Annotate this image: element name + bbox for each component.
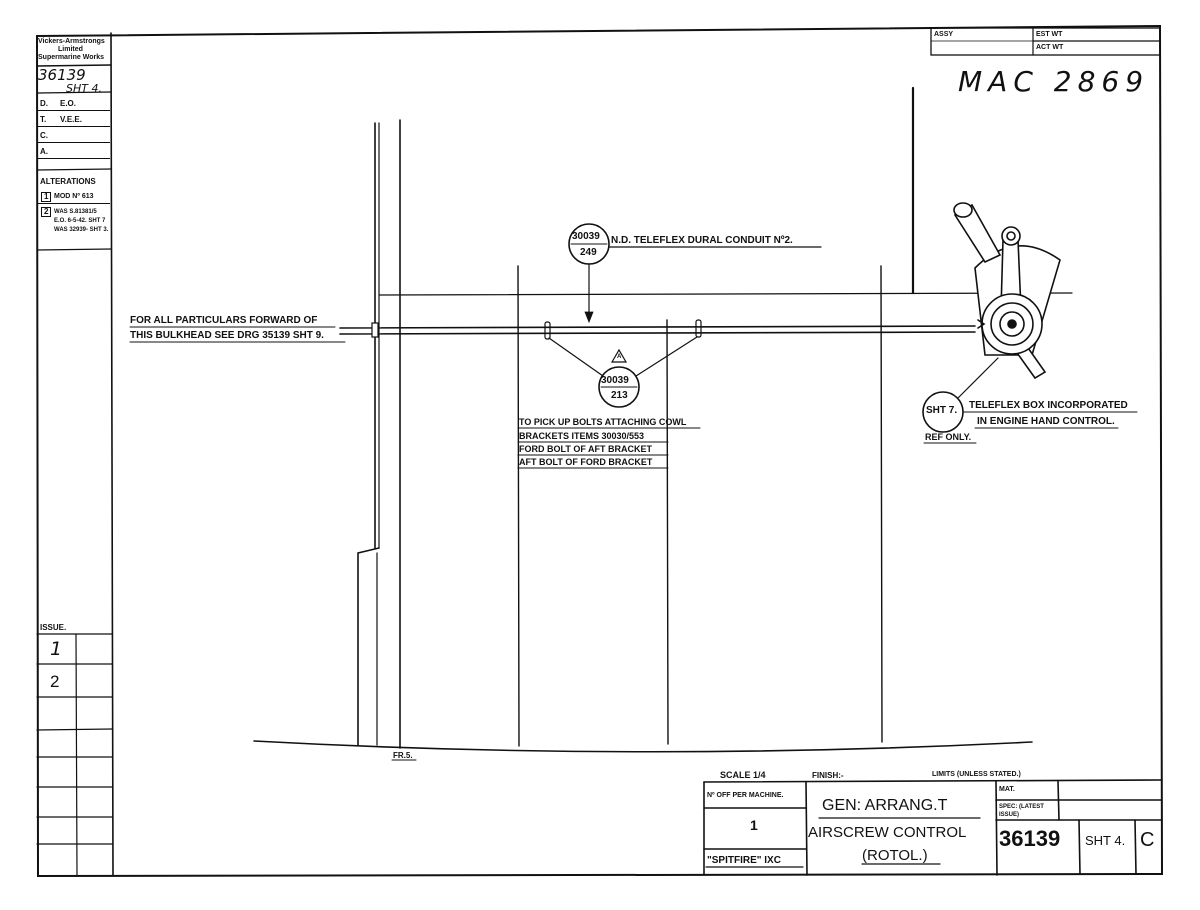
spec-label: SPEC: (LATEST ISSUE) bbox=[999, 804, 1044, 818]
issue-2: 2 bbox=[50, 672, 60, 691]
side-row-d: D. E.O. bbox=[38, 96, 110, 111]
sheet-border bbox=[35, 24, 1164, 878]
frame-label: FR.5. bbox=[393, 751, 413, 760]
title-sheet-number: SHT 4. bbox=[1085, 833, 1126, 848]
box-note-line2: IN ENGINE HAND CONTROL. bbox=[977, 416, 1115, 427]
ref-only-note: REF ONLY. bbox=[925, 432, 972, 442]
conduit-ref-top: 30039 bbox=[572, 231, 600, 242]
title-line2: AIRSCREW CONTROL bbox=[808, 824, 967, 841]
archive-reference: MAC 2869 bbox=[958, 65, 1150, 98]
finish-label: FINISH:- bbox=[812, 771, 844, 780]
title-issue-letter: C bbox=[1140, 829, 1155, 851]
conduit-ref-bottom: 249 bbox=[580, 247, 597, 258]
clip-ref-top: 30039 bbox=[601, 375, 629, 386]
company-name-line2: Limited bbox=[58, 46, 83, 53]
alterations-title: ALTERATIONS bbox=[40, 177, 96, 186]
off-per-machine-label: Nº OFF PER MACHINE. bbox=[707, 792, 784, 799]
act-wt-label: ACT WT bbox=[1036, 44, 1064, 51]
forward-note-line1: FOR ALL PARTICULARS FORWARD OF bbox=[130, 315, 318, 326]
issue-triangle bbox=[610, 348, 628, 363]
side-drawing-number: 36139 bbox=[38, 66, 86, 84]
clip-note-line2: BRACKETS ITEMS 30030/553 bbox=[519, 431, 645, 441]
conduit-label: N.D. TELEFLEX DURAL CONDUIT Nº2. bbox=[611, 235, 793, 246]
material-label: MAT. bbox=[999, 786, 1015, 793]
title-drawing-number: 36139 bbox=[999, 826, 1061, 851]
limits-label: LIMITS (UNLESS STATED.) bbox=[932, 771, 1021, 778]
engine-hand-control bbox=[953, 202, 1061, 380]
clip-ref-bubble bbox=[598, 366, 640, 408]
clip-note-line1: TO PICK UP BOLTS ATTACHING COWL bbox=[519, 417, 687, 427]
side-row-t: T. V.E.E. bbox=[38, 112, 110, 127]
alteration-1: 1 MOD Nº 613 bbox=[38, 189, 110, 204]
clip-ref-bottom: 213 bbox=[611, 390, 628, 401]
side-strip-right-edge bbox=[110, 32, 114, 876]
assy-label: ASSY bbox=[934, 31, 954, 38]
issue-col-divider bbox=[75, 633, 78, 876]
skin-line bbox=[253, 740, 1033, 753]
side-sheet-number: SHT 4. bbox=[66, 82, 102, 95]
box-ref: SHT 7. bbox=[926, 405, 958, 416]
est-wt-label: EST WT bbox=[1036, 31, 1063, 38]
clip-issue-mark: A bbox=[617, 354, 622, 360]
side-row-c: C. bbox=[38, 128, 110, 143]
issue-title: ISSUE. bbox=[40, 623, 67, 632]
issue-1: 1 bbox=[50, 638, 63, 660]
title-line3: (ROTOL.) bbox=[862, 847, 928, 864]
company-name-line1: Vickers-Armstrongs bbox=[38, 38, 105, 45]
scale-label: SCALE 1/4 bbox=[720, 770, 766, 780]
title-block-lines bbox=[703, 779, 1163, 876]
clip-note-line4: AFT BOLT OF FORD BRACKET bbox=[519, 457, 653, 467]
machine-name: "SPITFIRE" IXC bbox=[707, 855, 781, 866]
company-name-line3: Supermarine Works bbox=[38, 54, 105, 61]
box-note-line1: TELEFLEX BOX INCORPORATED bbox=[969, 400, 1128, 411]
clip-note-line3: FORD BOLT OF AFT BRACKET bbox=[519, 444, 652, 454]
off-per-machine-value: 1 bbox=[750, 817, 758, 833]
forward-note-line2: THIS BULKHEAD SEE DRG 35139 SHT 9. bbox=[130, 330, 324, 341]
teleflex-conduit bbox=[339, 325, 976, 329]
title-line1: GEN: ARRANG.T bbox=[822, 797, 948, 814]
side-row-a: A. bbox=[38, 144, 110, 159]
